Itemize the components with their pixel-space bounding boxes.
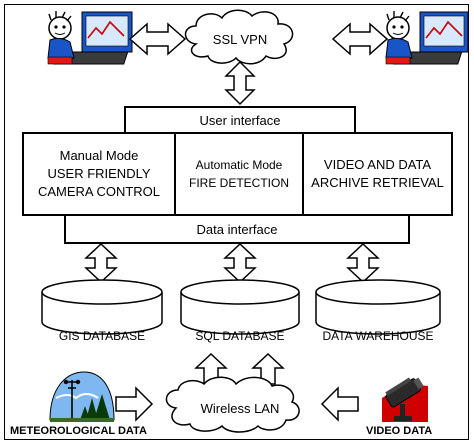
- module-video-line-2: ARCHIVE RETRIEVAL: [311, 175, 444, 190]
- wireless-lan-cloud: [165, 376, 300, 433]
- sql-database-label: SQL DATABASE: [195, 329, 285, 343]
- double-arrow-di-sql: [223, 242, 257, 284]
- wireless-lan-label: Wireless LAN: [200, 400, 280, 416]
- module-video-line-1: VIDEO AND DATA: [323, 157, 432, 172]
- video-data-label: VIDEO DATA: [366, 425, 433, 437]
- data-interface-box: Data interface: [64, 214, 410, 244]
- user-interface-label: User interface: [199, 112, 281, 128]
- module-video-archive: VIDEO AND DATA ARCHIVE RETRIEVAL: [304, 134, 451, 214]
- data-interface-label: Data interface: [196, 221, 278, 237]
- module-automatic-line-1: Automatic Mode: [195, 158, 283, 172]
- module-manual-mode: Manual Mode USER FRIENDLY CAMERA CONTROL: [24, 134, 176, 214]
- user-interface-box: User interface: [124, 106, 356, 134]
- user-right-icon: [385, 11, 469, 65]
- weather-station-icon: [49, 371, 115, 422]
- sql-database-cylinder: [180, 279, 300, 335]
- meteorological-data-label: METEOROLOGICAL DATA: [10, 425, 147, 437]
- module-manual-line-2: USER FRIENDLY: [47, 166, 151, 181]
- surveillance-camera-icon: [382, 374, 428, 422]
- double-arrow-vpn-ui: [224, 60, 256, 106]
- data-warehouse-cylinder: [315, 279, 441, 335]
- diagram-frame: [4, 4, 469, 440]
- gis-database-label: GIS DATABASE: [58, 329, 146, 343]
- user-left-icon: [47, 11, 133, 65]
- module-manual-line-3: CAMERA CONTROL: [37, 184, 161, 199]
- gis-database-cylinder: [41, 279, 163, 335]
- arrow-video-to-lan: [320, 386, 359, 422]
- double-arrow-right-top: [331, 22, 389, 56]
- double-arrow-di-dw: [346, 242, 380, 284]
- module-automatic-mode: Automatic Mode FIRE DETECTION: [176, 134, 304, 214]
- module-manual-line-1: Manual Mode: [59, 148, 139, 163]
- double-arrow-di-gis: [84, 242, 118, 284]
- vpn-label: SSL VPN: [212, 31, 268, 47]
- vpn-cloud: [184, 9, 294, 65]
- arrow-meteo-to-lan: [115, 386, 154, 422]
- module-automatic-line-2: FIRE DETECTION: [188, 176, 289, 190]
- modules-container: Manual Mode USER FRIENDLY CAMERA CONTROL…: [22, 132, 453, 216]
- data-warehouse-label: DATA WAREHOUSE: [322, 329, 434, 343]
- double-arrow-left-top: [128, 22, 187, 56]
